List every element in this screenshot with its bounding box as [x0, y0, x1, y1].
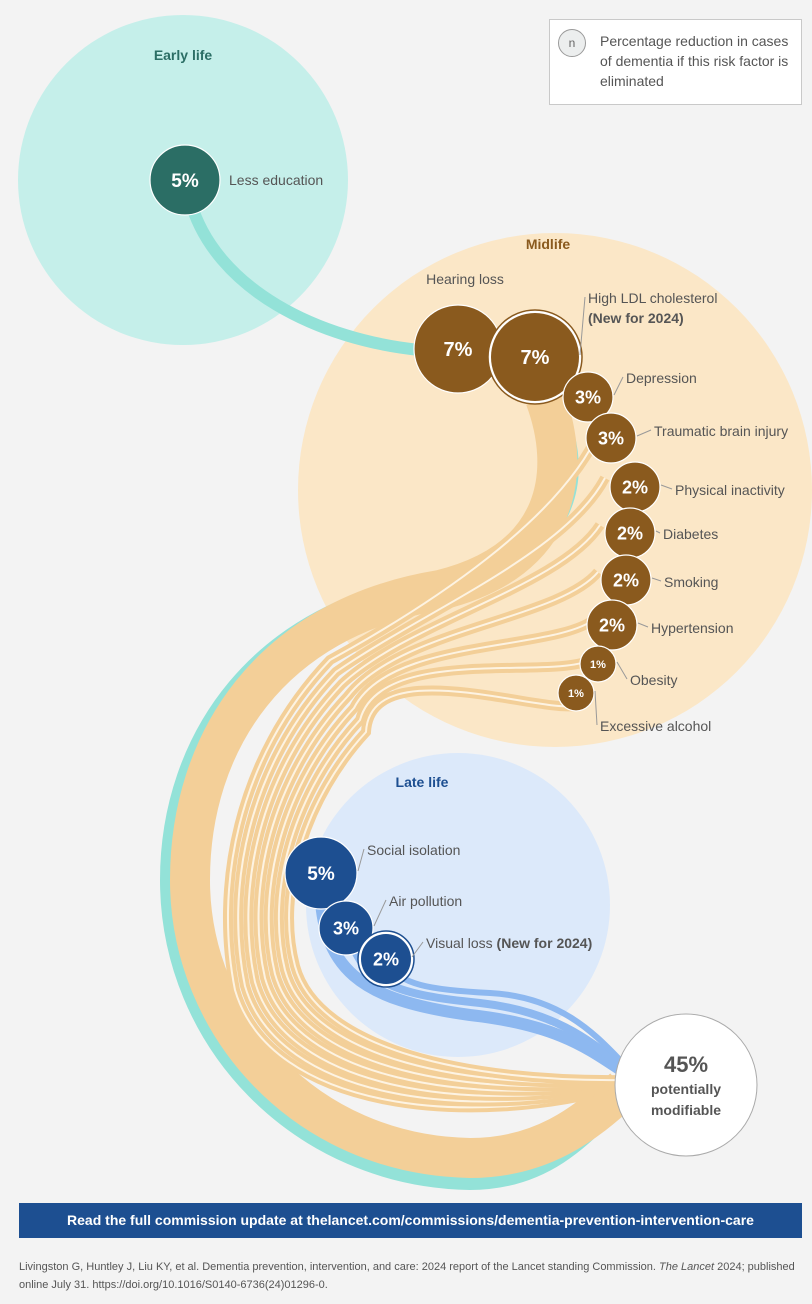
risk-label-hearing-loss: Hearing loss [426, 271, 504, 287]
risk-percent-hearing-loss: 7% [444, 339, 473, 361]
risk-node-excessive-alcohol: 1% [557, 674, 598, 726]
risk-label-traumatic-brain-injury: Traumatic brain injury [654, 423, 788, 439]
risk-circle-excessive-alcohol [557, 674, 595, 712]
risk-label-physical-inactivity: Physical inactivity [675, 482, 785, 498]
total-line-1: potentially [651, 1081, 721, 1097]
risk-label-diabetes: Diabetes [663, 526, 718, 542]
connector-high-ldl-cholesterol [579, 296, 586, 356]
total-line-2: modifiable [651, 1102, 721, 1118]
dementia-risk-diagram: 5% 7% 7% 3% 3% 2% 2% 2% 2% 1% 1% 5% 3% 2% 45% potential… [18, 15, 812, 1191]
connector-depression [613, 376, 624, 396]
risk-circle-high-ldl-cholesterol [491, 313, 579, 401]
connector-hypertension [637, 622, 649, 628]
risk-percent-traumatic-brain-injury: 3% [598, 428, 624, 448]
connector-smoking [651, 577, 662, 582]
risk-node-hearing-loss: 7% [413, 304, 503, 394]
risk-label-social-isolation: Social isolation [367, 842, 460, 858]
new-label-visual-loss: (New for 2024) [493, 935, 593, 951]
risk-label-hypertension: Hypertension [651, 620, 734, 636]
stage-title-early: Early life [154, 47, 213, 63]
risk-circle-traumatic-brain-injury [585, 412, 637, 464]
risk-circle-visual-loss [361, 934, 411, 984]
connector-obesity [616, 661, 628, 680]
risk-node-social-isolation: 5% [284, 836, 365, 910]
risk-circle-hypertension [586, 599, 638, 651]
risk-percent-hypertension: 2% [599, 615, 625, 635]
risk-node-air-pollution: 3% [318, 899, 387, 956]
midlife-strand-edge-0 [227, 429, 625, 1109]
risk-percent-high-ldl-cholesterol: 7% [521, 347, 550, 369]
risk-circle-air-pollution [318, 900, 374, 956]
risk-circle-depression [562, 371, 614, 423]
risk-factor-nodes: 5% 7% 7% 3% 3% 2% 2% 2% 2% 1% 1% 5% 3% 2% 45% potential… [149, 144, 758, 1157]
legend-text: Percentage reduction in cases of dementi… [600, 33, 789, 89]
legend-box: n Percentage reduction in cases of demen… [549, 19, 802, 105]
connector-traumatic-brain-injury [636, 429, 652, 437]
connector-diabetes [655, 530, 661, 534]
risk-node-depression: 3% [562, 371, 624, 423]
risk-node-diabetes: 2% [604, 507, 661, 559]
risk-label-less-education: Less education [229, 172, 323, 188]
citation: Livingston G, Huntley J, Liu KY, et al. … [19, 1258, 799, 1294]
connector-excessive-alcohol [594, 690, 598, 726]
risk-circle-less-education [149, 144, 221, 216]
citation-details: 2024; published online July 31. https://… [19, 1261, 795, 1291]
risk-circle-obesity [579, 645, 617, 683]
total-circle [614, 1013, 758, 1157]
risk-node-less-education: 5% [149, 144, 221, 216]
citation-text: Livingston G, Huntley J, Liu KY, et al. … [19, 1261, 659, 1273]
risk-label-smoking: Smoking [664, 574, 718, 590]
midlife-strand-edge-4 [267, 617, 625, 1088]
risk-percent-social-isolation: 5% [307, 864, 335, 885]
risk-percent-physical-inactivity: 2% [622, 477, 648, 497]
risk-percent-obesity: 1% [590, 659, 606, 671]
risk-label-high-ldl-cholesterol: High LDL cholesterol [588, 290, 717, 306]
midlife-strand-edge-2 [247, 524, 625, 1097]
risk-percent-less-education: 5% [171, 171, 199, 192]
total-value: 45% [664, 1052, 708, 1077]
early-life-band-upper [184, 198, 421, 356]
midlife-strand-edge-3 [257, 571, 625, 1092]
commission-link-banner[interactable]: Read the full commission update at thela… [19, 1203, 802, 1238]
connector-visual-loss [411, 941, 424, 958]
connector-physical-inactivity [660, 484, 673, 490]
citation-journal: The Lancet [659, 1261, 715, 1273]
risk-percent-excessive-alcohol: 1% [568, 688, 584, 700]
risk-label-depression: Depression [626, 370, 697, 386]
risk-circle-social-isolation [284, 836, 358, 910]
risk-label-air-pollution: Air pollution [389, 893, 462, 909]
risk-node-hypertension: 2% [586, 599, 649, 651]
midlife-band [169, 390, 638, 1179]
risk-node-physical-inactivity: 2% [609, 461, 673, 513]
total-node: 45% potentially modifiable [614, 1013, 758, 1157]
risk-label-obesity: Obesity [630, 672, 677, 688]
risk-label-excessive-alcohol: Excessive alcohol [600, 718, 711, 734]
stage-title-mid: Midlife [526, 236, 571, 252]
risk-node-visual-loss: 2% [357, 930, 424, 988]
flow-bands [159, 198, 638, 1191]
risk-node-traumatic-brain-injury: 3% [585, 412, 652, 464]
legend-key-circle: n [558, 29, 586, 57]
new-label-high-ldl-cholesterol: (New for 2024) [588, 310, 684, 326]
risk-percent-depression: 3% [575, 387, 601, 407]
risk-node-high-ldl-cholesterol: 7% [487, 296, 586, 405]
midlife-strand-edge-5 [277, 659, 625, 1084]
midlife-strand-edge-1 [237, 477, 625, 1103]
risk-percent-diabetes: 2% [617, 523, 643, 543]
risk-percent-smoking: 2% [613, 570, 639, 590]
connector-social-isolation [357, 848, 365, 872]
risk-node-obesity: 1% [579, 645, 628, 683]
stage-title-late: Late life [396, 774, 449, 790]
risk-label-visual-loss: Visual loss (New for 2024) [426, 935, 592, 951]
risk-node-smoking: 2% [600, 554, 662, 606]
connector-air-pollution [373, 899, 387, 927]
risk-percent-air-pollution: 3% [333, 918, 359, 938]
risk-percent-visual-loss: 2% [373, 949, 399, 969]
